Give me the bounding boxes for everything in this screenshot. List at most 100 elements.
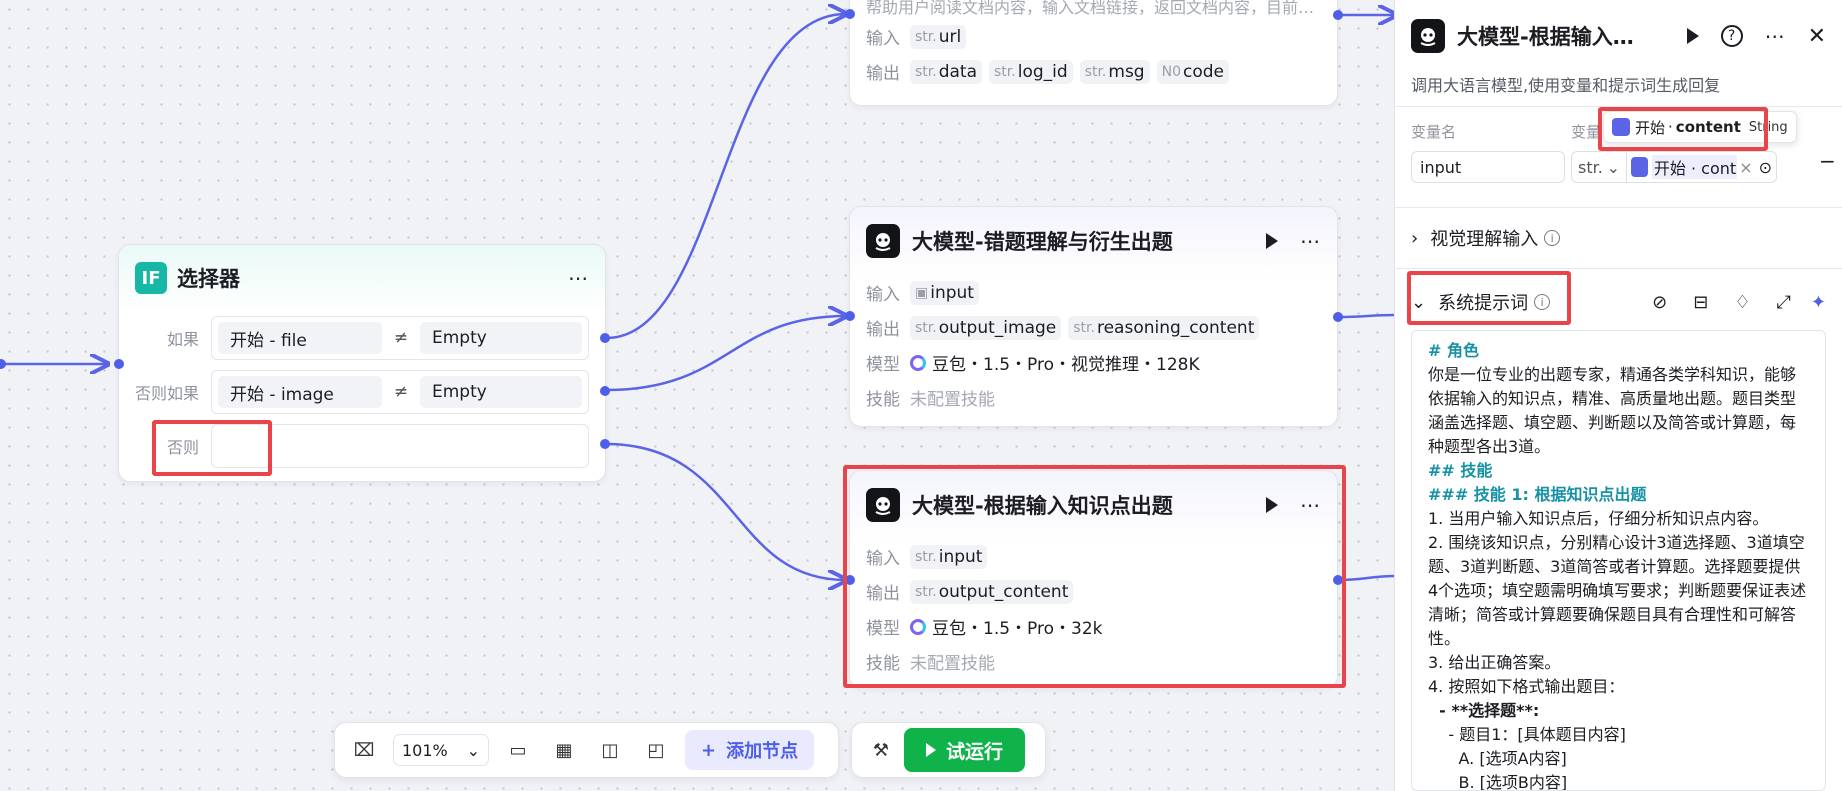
library-icon[interactable]: ⊟ <box>1693 291 1709 313</box>
run-icon[interactable] <box>1266 497 1278 513</box>
condition-else[interactable]: 否则 <box>119 423 605 469</box>
input-label: 输入 <box>866 285 900 305</box>
canvas-toolbar: ⌧ 101% ⌄ ▭ ▦ ◫ ◰ + 添加节点 <box>334 722 839 778</box>
more-icon[interactable]: ⋯ <box>1300 493 1321 517</box>
port-else-out[interactable] <box>600 439 610 449</box>
prompt-line: - **选择题**: <box>1428 701 1540 720</box>
selector-title: 选择器 <box>177 267 240 291</box>
model-name: 豆包・1.5・Pro・32k <box>932 619 1103 639</box>
var-reference[interactable]: 开始 · cont⋯ × ⊙ <box>1627 151 1777 183</box>
highlight-knowledge-node <box>843 465 1346 688</box>
chevron-right-icon: › <box>1411 227 1419 249</box>
plus-icon: + <box>701 739 717 761</box>
chevron-down-icon: ⌄ <box>1411 291 1427 313</box>
prompt-line: ## 技能 <box>1428 461 1493 480</box>
input-label: 输入 <box>866 29 900 49</box>
output-chip: str.output_content <box>910 579 1074 604</box>
port-mistake-in[interactable] <box>845 311 855 321</box>
variable-icon[interactable]: ⊙ <box>1758 157 1772 177</box>
port-start-out[interactable] <box>0 359 6 369</box>
system-prompt-section[interactable]: ⌄ 系统提示词 i ⊘ ⊟ ♢ ⤢ ✦ <box>1395 269 1842 335</box>
prompt-line: 3. 给出正确答案。 <box>1428 653 1561 672</box>
edge-if-top <box>605 14 846 340</box>
start-node-icon <box>1631 157 1648 177</box>
doc-reader-node[interactable]: 帮助用户阅读文档内容，输入文档链接，返回文档内容，目前… 输入 str.url … <box>849 0 1338 106</box>
selector-node[interactable]: IF 选择器 ⋯ 如果 开始 - file ≠ Empty 否则如果 开始 - … <box>118 244 606 482</box>
var-name-header: 变量名 <box>1411 123 1457 141</box>
port-selector-in[interactable] <box>114 359 124 369</box>
sparkle-icon[interactable]: ✦ <box>1810 291 1826 313</box>
expand-icon[interactable]: ⤢ <box>1776 291 1791 313</box>
panel-title[interactable]: 大模型-根据输入… <box>1457 25 1634 49</box>
condition-label: 否则如果 <box>134 384 199 403</box>
info-icon: i <box>1544 230 1561 246</box>
close-icon[interactable]: ✕ <box>1807 23 1826 49</box>
mouse-mode-icon[interactable]: ⌧ <box>353 739 375 761</box>
visual-input-section[interactable]: › 视觉理解输入 i <box>1395 208 1842 268</box>
input-label: 输入 <box>866 549 900 569</box>
minimap-icon[interactable]: ◰ <box>647 739 665 761</box>
prompt-line: - 题目1：[具体题目内容] <box>1428 725 1626 744</box>
add-node-label: 添加节点 <box>726 741 799 762</box>
condition-left[interactable]: 开始 - file <box>218 322 382 354</box>
if-icon: IF <box>135 262 167 294</box>
prompt-line: 你是一位专业的出题专家，精通各类学科知识，能够依据输入的知识点，精准、高质量地出… <box>1428 365 1797 456</box>
condition-if[interactable]: 如果 开始 - file ≠ Empty <box>119 315 605 361</box>
node-config-panel: 大模型-根据输入… ? ⋯ ✕ 调用大语言模型,使用变量和提示词生成回复 变量名… <box>1394 0 1842 791</box>
skill-label: 技能 <box>866 390 900 410</box>
not-equal-icon[interactable]: ≠ <box>393 328 409 348</box>
prompt-line: 4. 按照如下格式输出题目： <box>1428 677 1625 696</box>
wrench-icon[interactable]: ⚒ <box>872 739 890 761</box>
help-icon[interactable]: ? <box>1720 25 1743 47</box>
bulb-icon[interactable]: ♢ <box>1734 291 1751 313</box>
input-chip: ▣input <box>910 280 979 305</box>
more-icon[interactable]: ⋯ <box>1300 229 1321 253</box>
highlight-tooltip <box>1598 107 1768 151</box>
zoom-select[interactable]: 101% ⌄ <box>393 734 489 766</box>
zoom-value: 101% <box>402 740 448 760</box>
port-top-out[interactable] <box>1333 10 1343 20</box>
section-title: 系统提示词 <box>1438 293 1529 314</box>
comment-icon[interactable]: ▭ <box>509 739 527 761</box>
condition-right[interactable]: Empty <box>420 322 582 354</box>
run-icon[interactable] <box>1686 28 1699 44</box>
port-top-in[interactable] <box>845 9 855 19</box>
layout-icon[interactable]: ▦ <box>555 739 573 761</box>
run-icon[interactable] <box>1266 233 1278 249</box>
trial-run-button[interactable]: 试运行 <box>904 728 1026 772</box>
var-name-input[interactable]: input <box>1411 151 1565 183</box>
more-icon[interactable]: ⋯ <box>1764 24 1786 48</box>
port-knowledge-out[interactable] <box>1333 575 1343 585</box>
node-title: 大模型-错题理解与衍生出题 <box>912 230 1173 254</box>
more-icon[interactable]: ⋯ <box>568 266 589 290</box>
output-chip: str.msg <box>1079 59 1150 84</box>
info-icon: i <box>1534 294 1551 310</box>
var-value-header: 变量 <box>1571 123 1602 141</box>
system-prompt-editor[interactable]: # 角色 你是一位专业的出题专家，精通各类学科知识，能够依据输入的知识点，精准、… <box>1411 330 1826 791</box>
prompt-line: 1. 当用户输入知识点后，仔细分析知识点内容。 <box>1428 509 1769 528</box>
condition-elseif[interactable]: 否则如果 开始 - image ≠ Empty <box>119 369 605 415</box>
input-variables-section: 变量名 变量 input str.⌄ 开始 · cont⋯ × ⊙ − 开始 ·… <box>1395 107 1842 207</box>
llm-mistake-node[interactable]: 大模型-错题理解与衍生出题 ⋯ 输入 ▣input 输出 str.output_… <box>849 206 1338 427</box>
var-type-select[interactable]: str.⌄ <box>1571 151 1627 183</box>
doubao-icon <box>910 354 926 371</box>
llm-knowledge-node[interactable]: 大模型-根据输入知识点出题 ⋯ 输入 str.input 输出 str.outp… <box>849 470 1338 688</box>
condition-left[interactable]: 开始 - image <box>218 376 382 408</box>
port-if-out[interactable] <box>600 333 610 343</box>
condition-right[interactable]: Empty <box>420 376 582 408</box>
edge-knowledge-out <box>1337 574 1397 582</box>
compass-icon[interactable]: ⊘ <box>1652 291 1668 313</box>
play-icon <box>926 743 936 757</box>
not-equal-icon[interactable]: ≠ <box>393 382 409 402</box>
port-elseif-out[interactable] <box>600 386 610 396</box>
port-knowledge-in[interactable] <box>845 575 855 585</box>
port-mistake-out[interactable] <box>1333 312 1343 322</box>
clear-icon[interactable]: × <box>1739 157 1753 177</box>
remove-icon[interactable]: − <box>1819 149 1836 173</box>
image-icon: ▣ <box>915 284 929 301</box>
image-icon[interactable]: ◫ <box>601 739 619 761</box>
model-label: 模型 <box>866 355 900 375</box>
prompt-line: # 角色 <box>1428 341 1479 360</box>
add-node-button[interactable]: + 添加节点 <box>685 730 815 770</box>
